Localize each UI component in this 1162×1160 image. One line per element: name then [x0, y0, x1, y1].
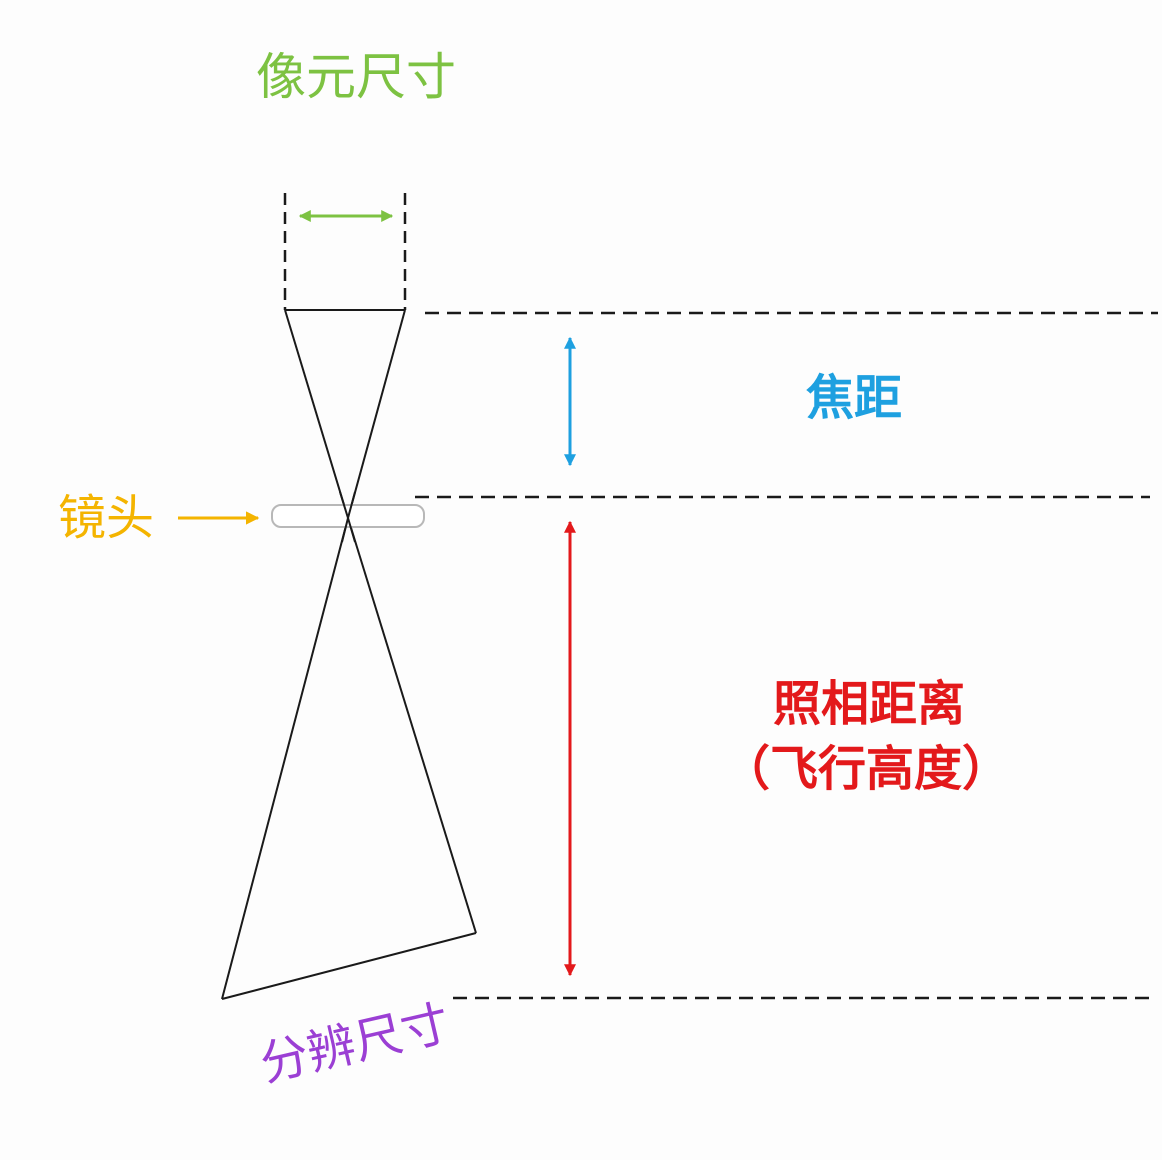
focal-length-label: 焦距: [806, 370, 903, 426]
ground-footprint-line: [221, 932, 477, 1000]
lens-label: 镜头: [58, 490, 155, 546]
flight-height-label: （飞行高度）: [721, 741, 1010, 797]
ray-left-lower: [347, 517, 477, 934]
ray-right-upper: [347, 309, 406, 519]
lens-ray-right-overlay: [347, 491, 356, 519]
lens-ray-lower-overlay-a: [347, 517, 356, 543]
ray-right-lower: [221, 517, 349, 1000]
ray-left-upper: [284, 309, 349, 519]
pixel-size-label: 像元尺寸: [256, 48, 456, 106]
lens-ray-lower-overlay-b: [341, 517, 349, 543]
lens-ray-left-overlay: [339, 491, 349, 519]
camera-distance-label: 照相距离: [772, 676, 965, 732]
